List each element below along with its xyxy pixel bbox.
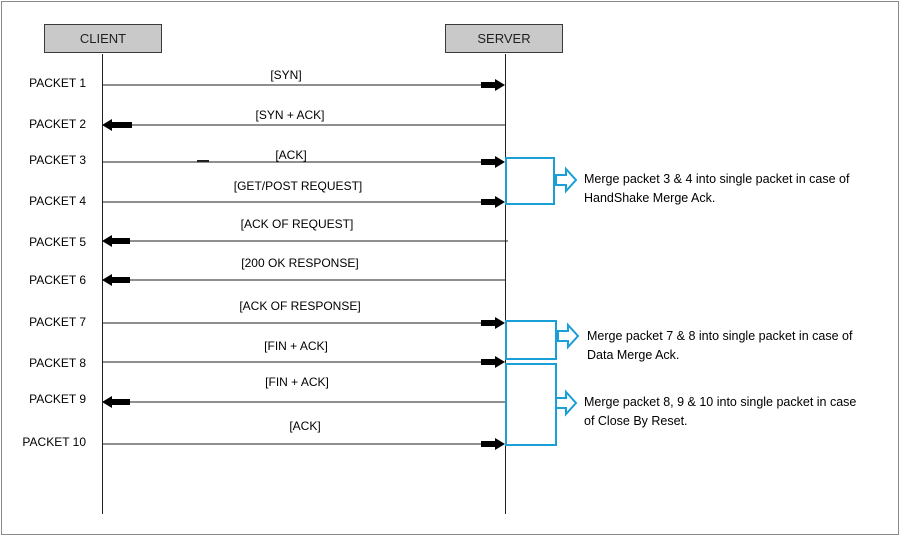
message-label-1: [SYN] [270,68,302,82]
note-handshake-line2: HandShake Merge Ack. [584,191,716,205]
note-data-line1: Merge packet 7 & 8 into single packet in… [587,329,853,343]
message-label-7: [ACK OF RESPONSE] [239,299,361,313]
packet-label-8: PACKET 8 [29,356,86,370]
message-label-8: [FIN + ACK] [264,339,328,353]
arrow-packet-1 [103,79,505,91]
note-data-line2: Data Merge Ack. [587,348,680,362]
note-close-line1: Merge packet 8, 9 & 10 into single packe… [584,395,857,409]
client-lifeline [102,54,103,514]
server-actor-label: SERVER [477,31,531,46]
message-label-6: [200 OK RESPONSE] [241,256,359,270]
note-data-merge: Merge packet 7 & 8 into single packet in… [587,327,887,365]
message-label-5: [ACK OF REQUEST] [240,217,354,231]
message-label-4: [GET/POST REQUEST] [233,179,363,193]
arrow-packet-4 [103,196,505,208]
merge-box-close [505,363,557,446]
packet-label-2: PACKET 2 [29,117,86,131]
packet-label-9: PACKET 9 [29,392,86,406]
client-actor-label: CLIENT [79,31,127,46]
packet-label-3: PACKET 3 [29,153,86,167]
message-label-10: [ACK] [289,419,321,433]
message-label-9: [FIN + ACK] [265,375,329,389]
packet-label-4: PACKET 4 [29,194,86,208]
arrow-packet-9 [102,396,505,408]
arrow-packet-8 [103,356,505,368]
message-label-2: [SYN + ACK] [255,108,325,122]
message-label-3: [ACK] [275,148,307,162]
note-handshake-merge: Merge packet 3 & 4 into single packet in… [584,170,884,208]
arrow-packet-7 [103,317,505,329]
server-actor: SERVER [445,24,563,53]
note-close-line2: of Close By Reset. [584,414,688,428]
packet-label-10: PACKET 10 [22,435,86,449]
arrow-packet-3 [103,156,505,168]
callout-arrow-icon-2 [557,322,580,350]
callout-arrow-icon-1 [555,166,578,194]
callout-arrow-icon-3 [555,389,578,417]
arrow-packet-5 [102,235,508,247]
merge-box-data [505,320,557,360]
server-lifeline [505,54,506,514]
packet-label-6: PACKET 6 [29,273,86,287]
arrow-packet-6 [102,274,505,286]
client-actor: CLIENT [44,24,162,53]
merge-box-handshake [505,157,555,205]
arrow-packet-2 [102,119,505,131]
packet-label-5: PACKET 5 [29,235,86,249]
arrow-packet-10 [103,438,505,450]
packet-label-7: PACKET 7 [29,315,86,329]
packet-label-1: PACKET 1 [29,76,86,90]
note-close-reset: Merge packet 8, 9 & 10 into single packe… [584,393,884,431]
note-handshake-line1: Merge packet 3 & 4 into single packet in… [584,172,850,186]
